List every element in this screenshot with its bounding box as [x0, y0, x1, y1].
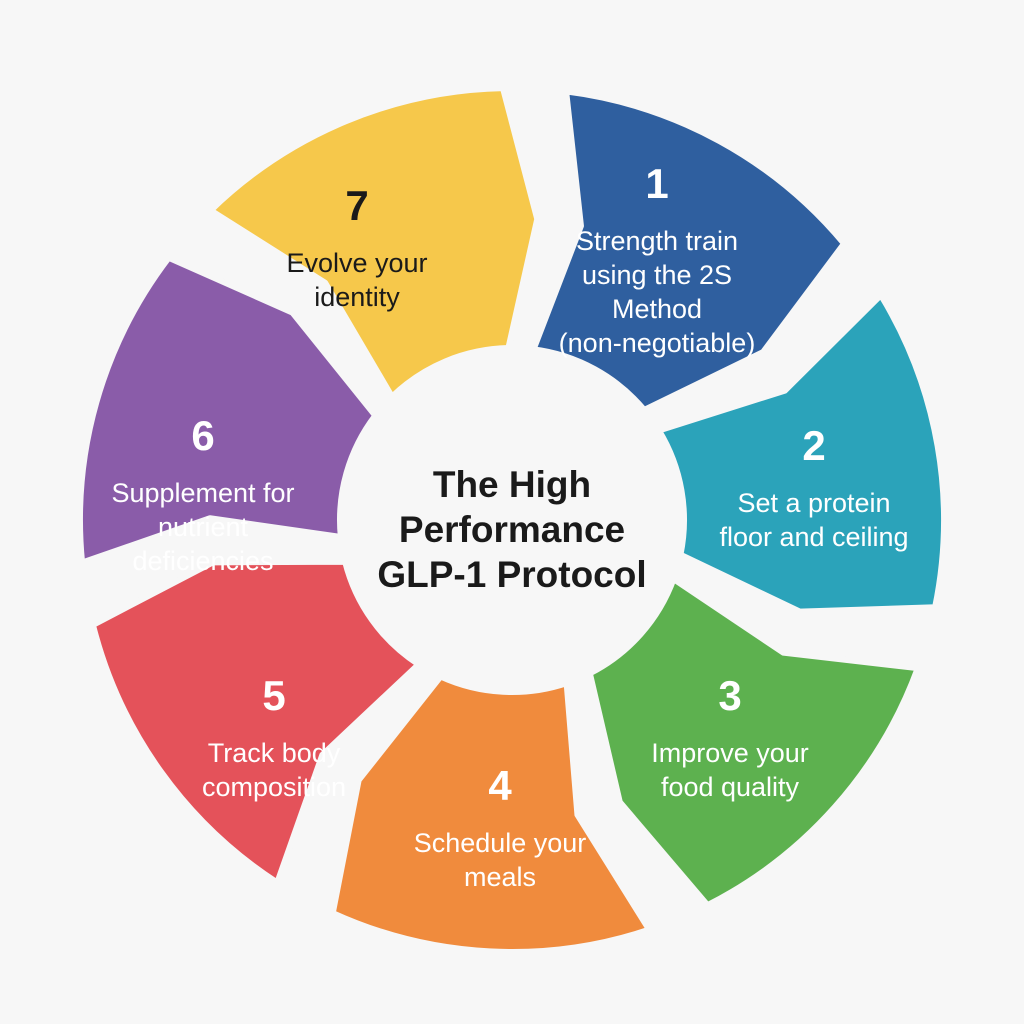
step-number: 7 — [345, 182, 369, 229]
step-3-label: 3 Improve your food quality — [651, 670, 809, 804]
step-7-label: 7 Evolve your identity — [286, 180, 427, 314]
step-text: Strength train — [575, 226, 739, 256]
segment-step-4 — [329, 673, 653, 955]
step-text: nutrient — [157, 512, 249, 542]
step-text: deficiencies — [132, 546, 274, 576]
title-line: Performance — [398, 509, 626, 550]
step-text: identity — [314, 282, 400, 312]
step-text: (non-negotiable) — [558, 328, 756, 358]
step-text: floor and ceiling — [719, 522, 909, 552]
step-number: 3 — [718, 672, 742, 719]
step-text: Improve your — [651, 738, 809, 768]
segment-step-1 — [530, 88, 848, 413]
step-text: Evolve your — [286, 248, 428, 278]
step-2-label: 2 Set a protein floor and ceiling — [719, 420, 908, 554]
title-line: The High — [432, 464, 592, 505]
step-text: composition — [201, 772, 347, 802]
step-text: Track body — [207, 738, 341, 768]
step-number: 2 — [802, 422, 826, 469]
step-5-label: 5 Track body composition — [202, 670, 346, 804]
step-text: meals — [463, 862, 537, 892]
step-6-label: 6 Supplement for nutrient deficiencies — [111, 410, 294, 578]
step-text: Set a protein — [737, 488, 891, 518]
segment-step-7 — [207, 85, 541, 400]
center-title: The High Performance GLP-1 Protocol — [377, 462, 646, 597]
step-4-label: 4 Schedule your meals — [414, 760, 587, 894]
title-line: GLP-1 Protocol — [377, 554, 647, 595]
step-text: Method — [611, 294, 703, 324]
step-text: food quality — [660, 772, 800, 802]
segment-step-2 — [655, 292, 947, 615]
segment-step-6 — [77, 254, 379, 566]
step-number: 6 — [191, 412, 215, 459]
step-text: using the 2S — [581, 260, 733, 290]
step-1-label: 1 Strength train using the 2S Method (no… — [559, 158, 756, 360]
segment-step-5 — [89, 558, 422, 886]
step-text: Supplement for — [111, 478, 295, 508]
step-number: 1 — [645, 160, 669, 207]
step-number: 4 — [488, 762, 512, 809]
center-circle — [342, 350, 682, 690]
step-text: Schedule your — [413, 828, 587, 858]
step-number: 5 — [262, 672, 286, 719]
segment-step-3 — [586, 575, 921, 909]
